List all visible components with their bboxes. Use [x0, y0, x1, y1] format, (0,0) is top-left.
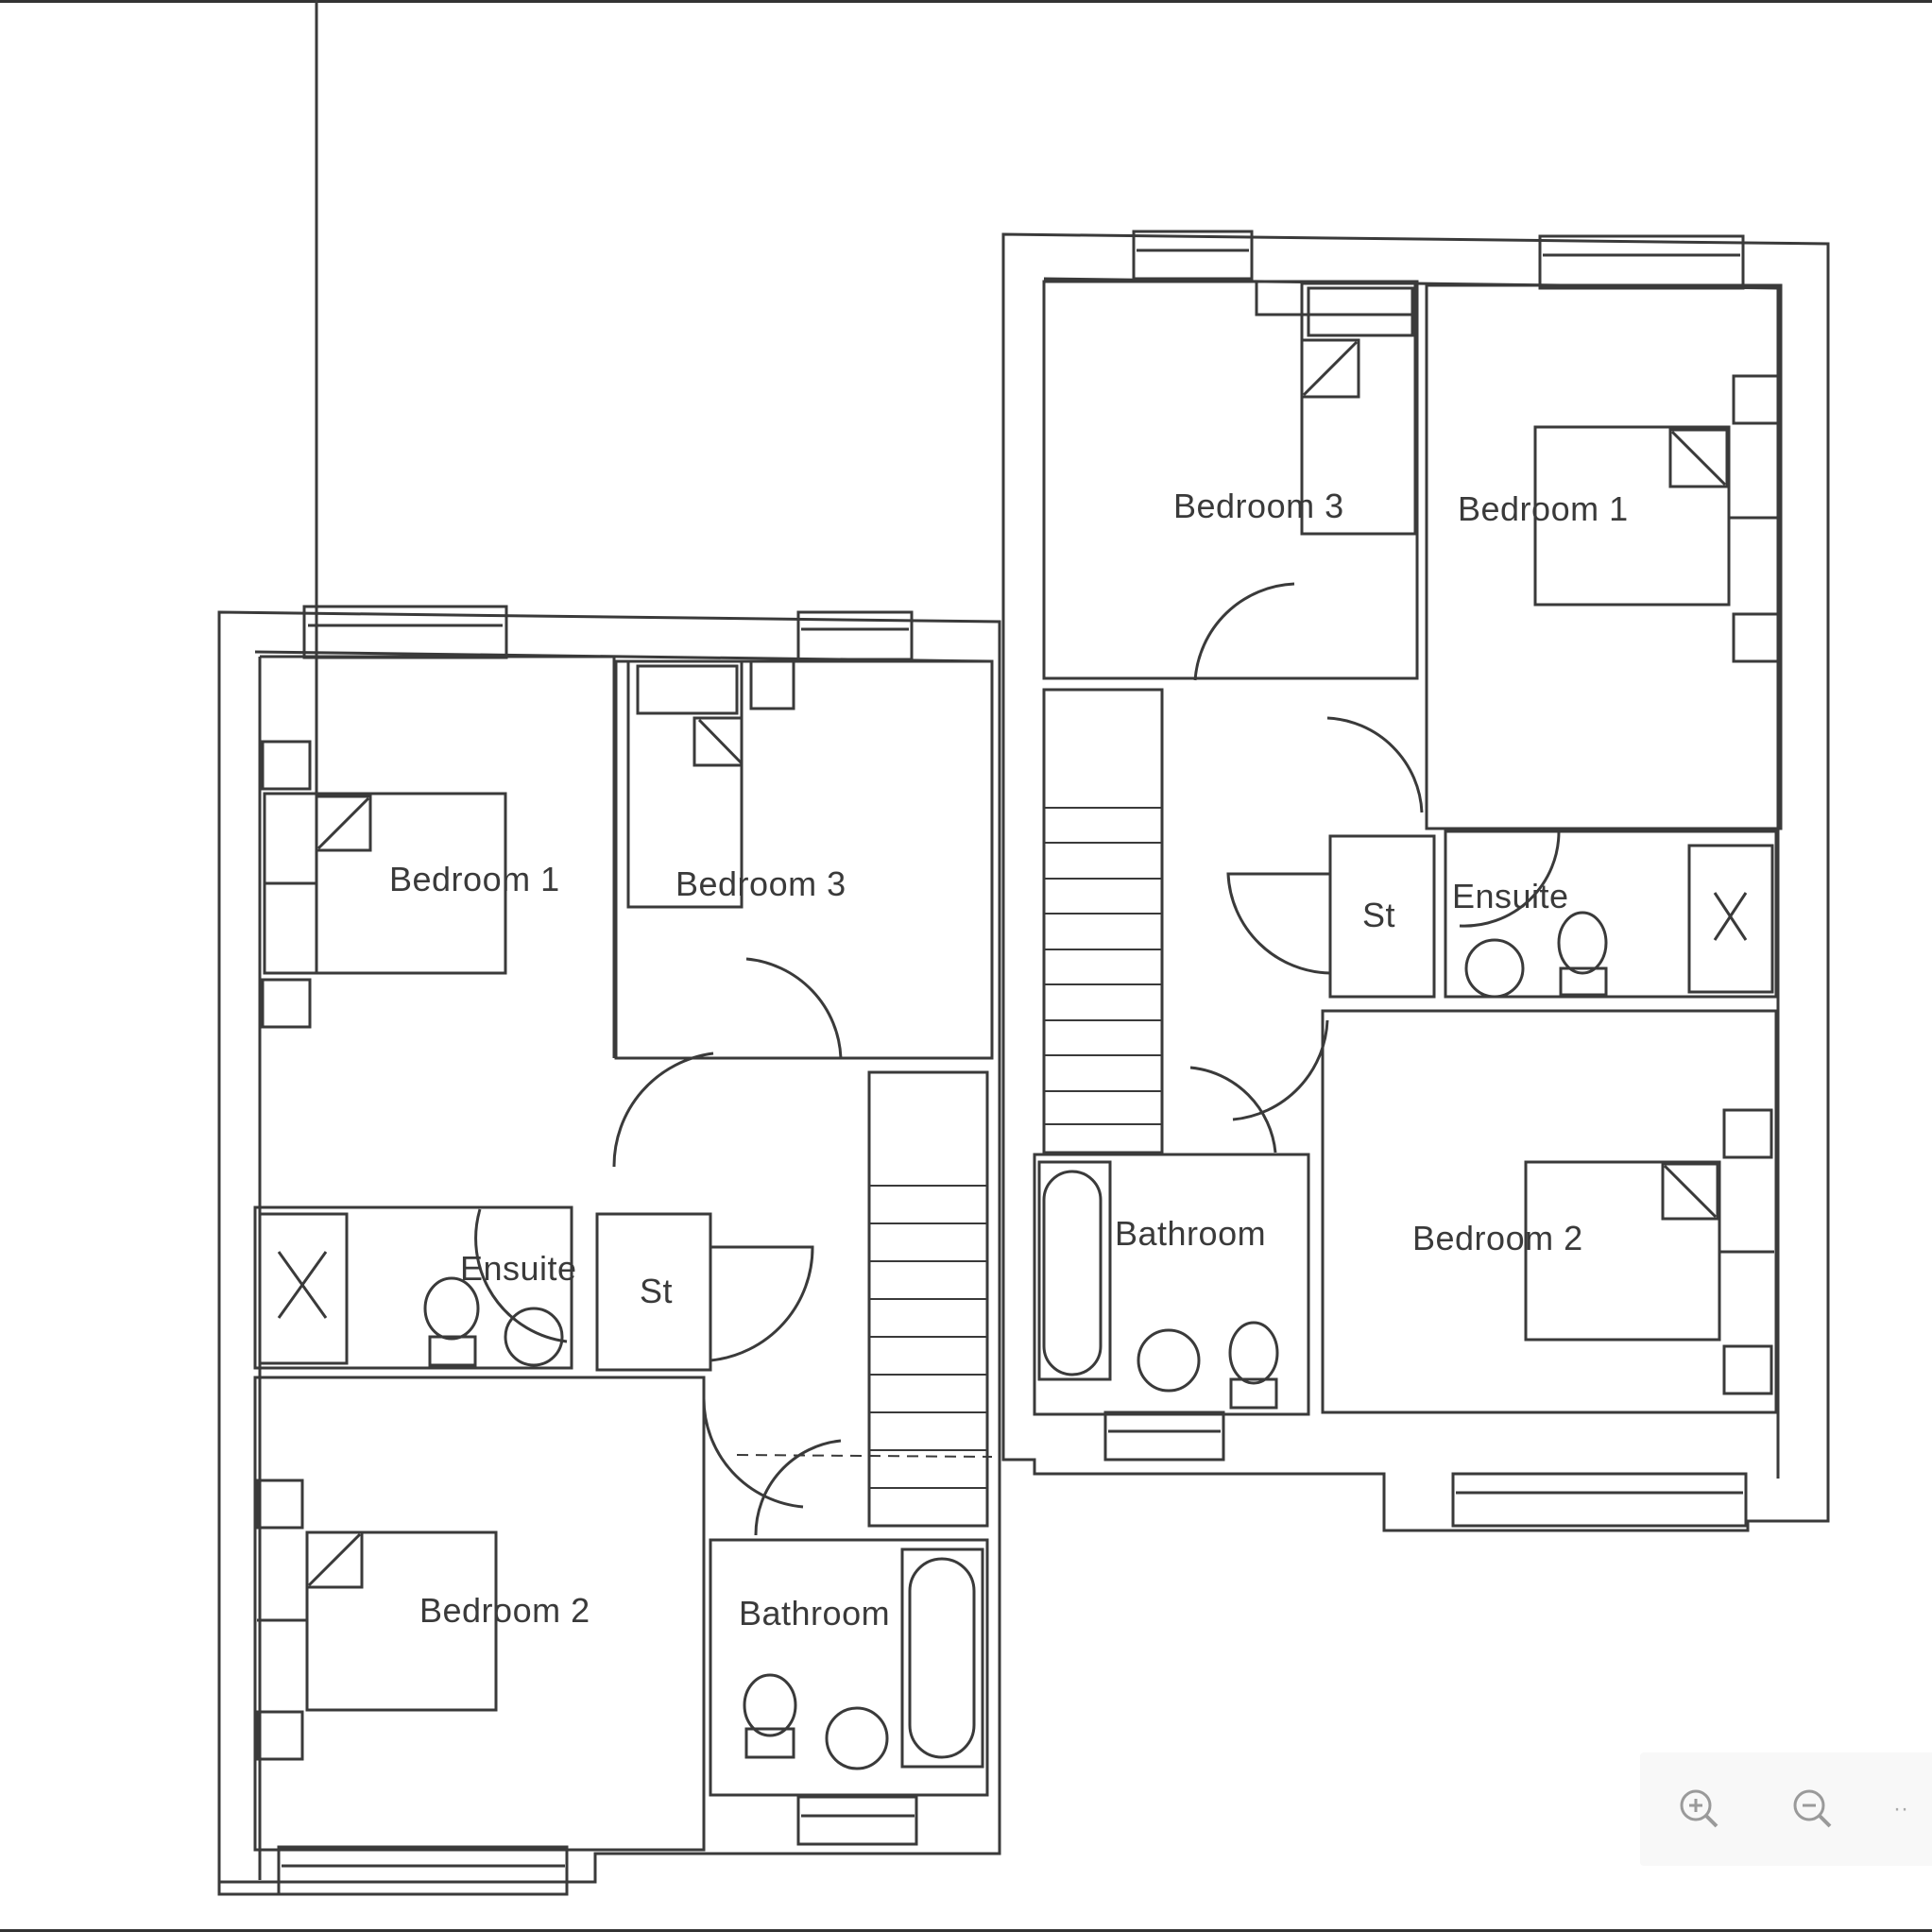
left-unit-walls	[217, 0, 1001, 1896]
right-unit-walls	[1001, 230, 1830, 1532]
bottom-border	[0, 1929, 1932, 1932]
zoom-out-button[interactable]	[1789, 1786, 1837, 1833]
room-label-left-bathroom: Bathroom	[739, 1594, 891, 1633]
room-label-left-ensuite: Ensuite	[460, 1249, 577, 1288]
zoom-controls: ··	[1640, 1752, 1932, 1866]
room-label-right-ensuite: Ensuite	[1452, 877, 1569, 915]
room-label-left-store: St	[640, 1272, 674, 1310]
zoom-in-button[interactable]	[1676, 1786, 1723, 1833]
zoom-out-icon	[1793, 1789, 1832, 1828]
room-label-left-bedroom2: Bedroom 2	[419, 1591, 590, 1630]
room-label-right-bedroom1: Bedroom 1	[1458, 489, 1629, 528]
zoom-in-icon	[1680, 1789, 1718, 1828]
room-label-right-bedroom2: Bedroom 2	[1412, 1219, 1583, 1257]
top-border	[0, 0, 1932, 3]
room-label-right-bathroom: Bathroom	[1115, 1214, 1267, 1253]
room-label-right-store: St	[1362, 896, 1396, 934]
room-label-left-bedroom1: Bedroom 1	[389, 860, 560, 898]
room-label-left-bedroom3: Bedroom 3	[675, 864, 846, 903]
room-label-right-bedroom3: Bedroom 3	[1173, 487, 1344, 525]
more-options-button[interactable]: ··	[1893, 1796, 1908, 1821]
